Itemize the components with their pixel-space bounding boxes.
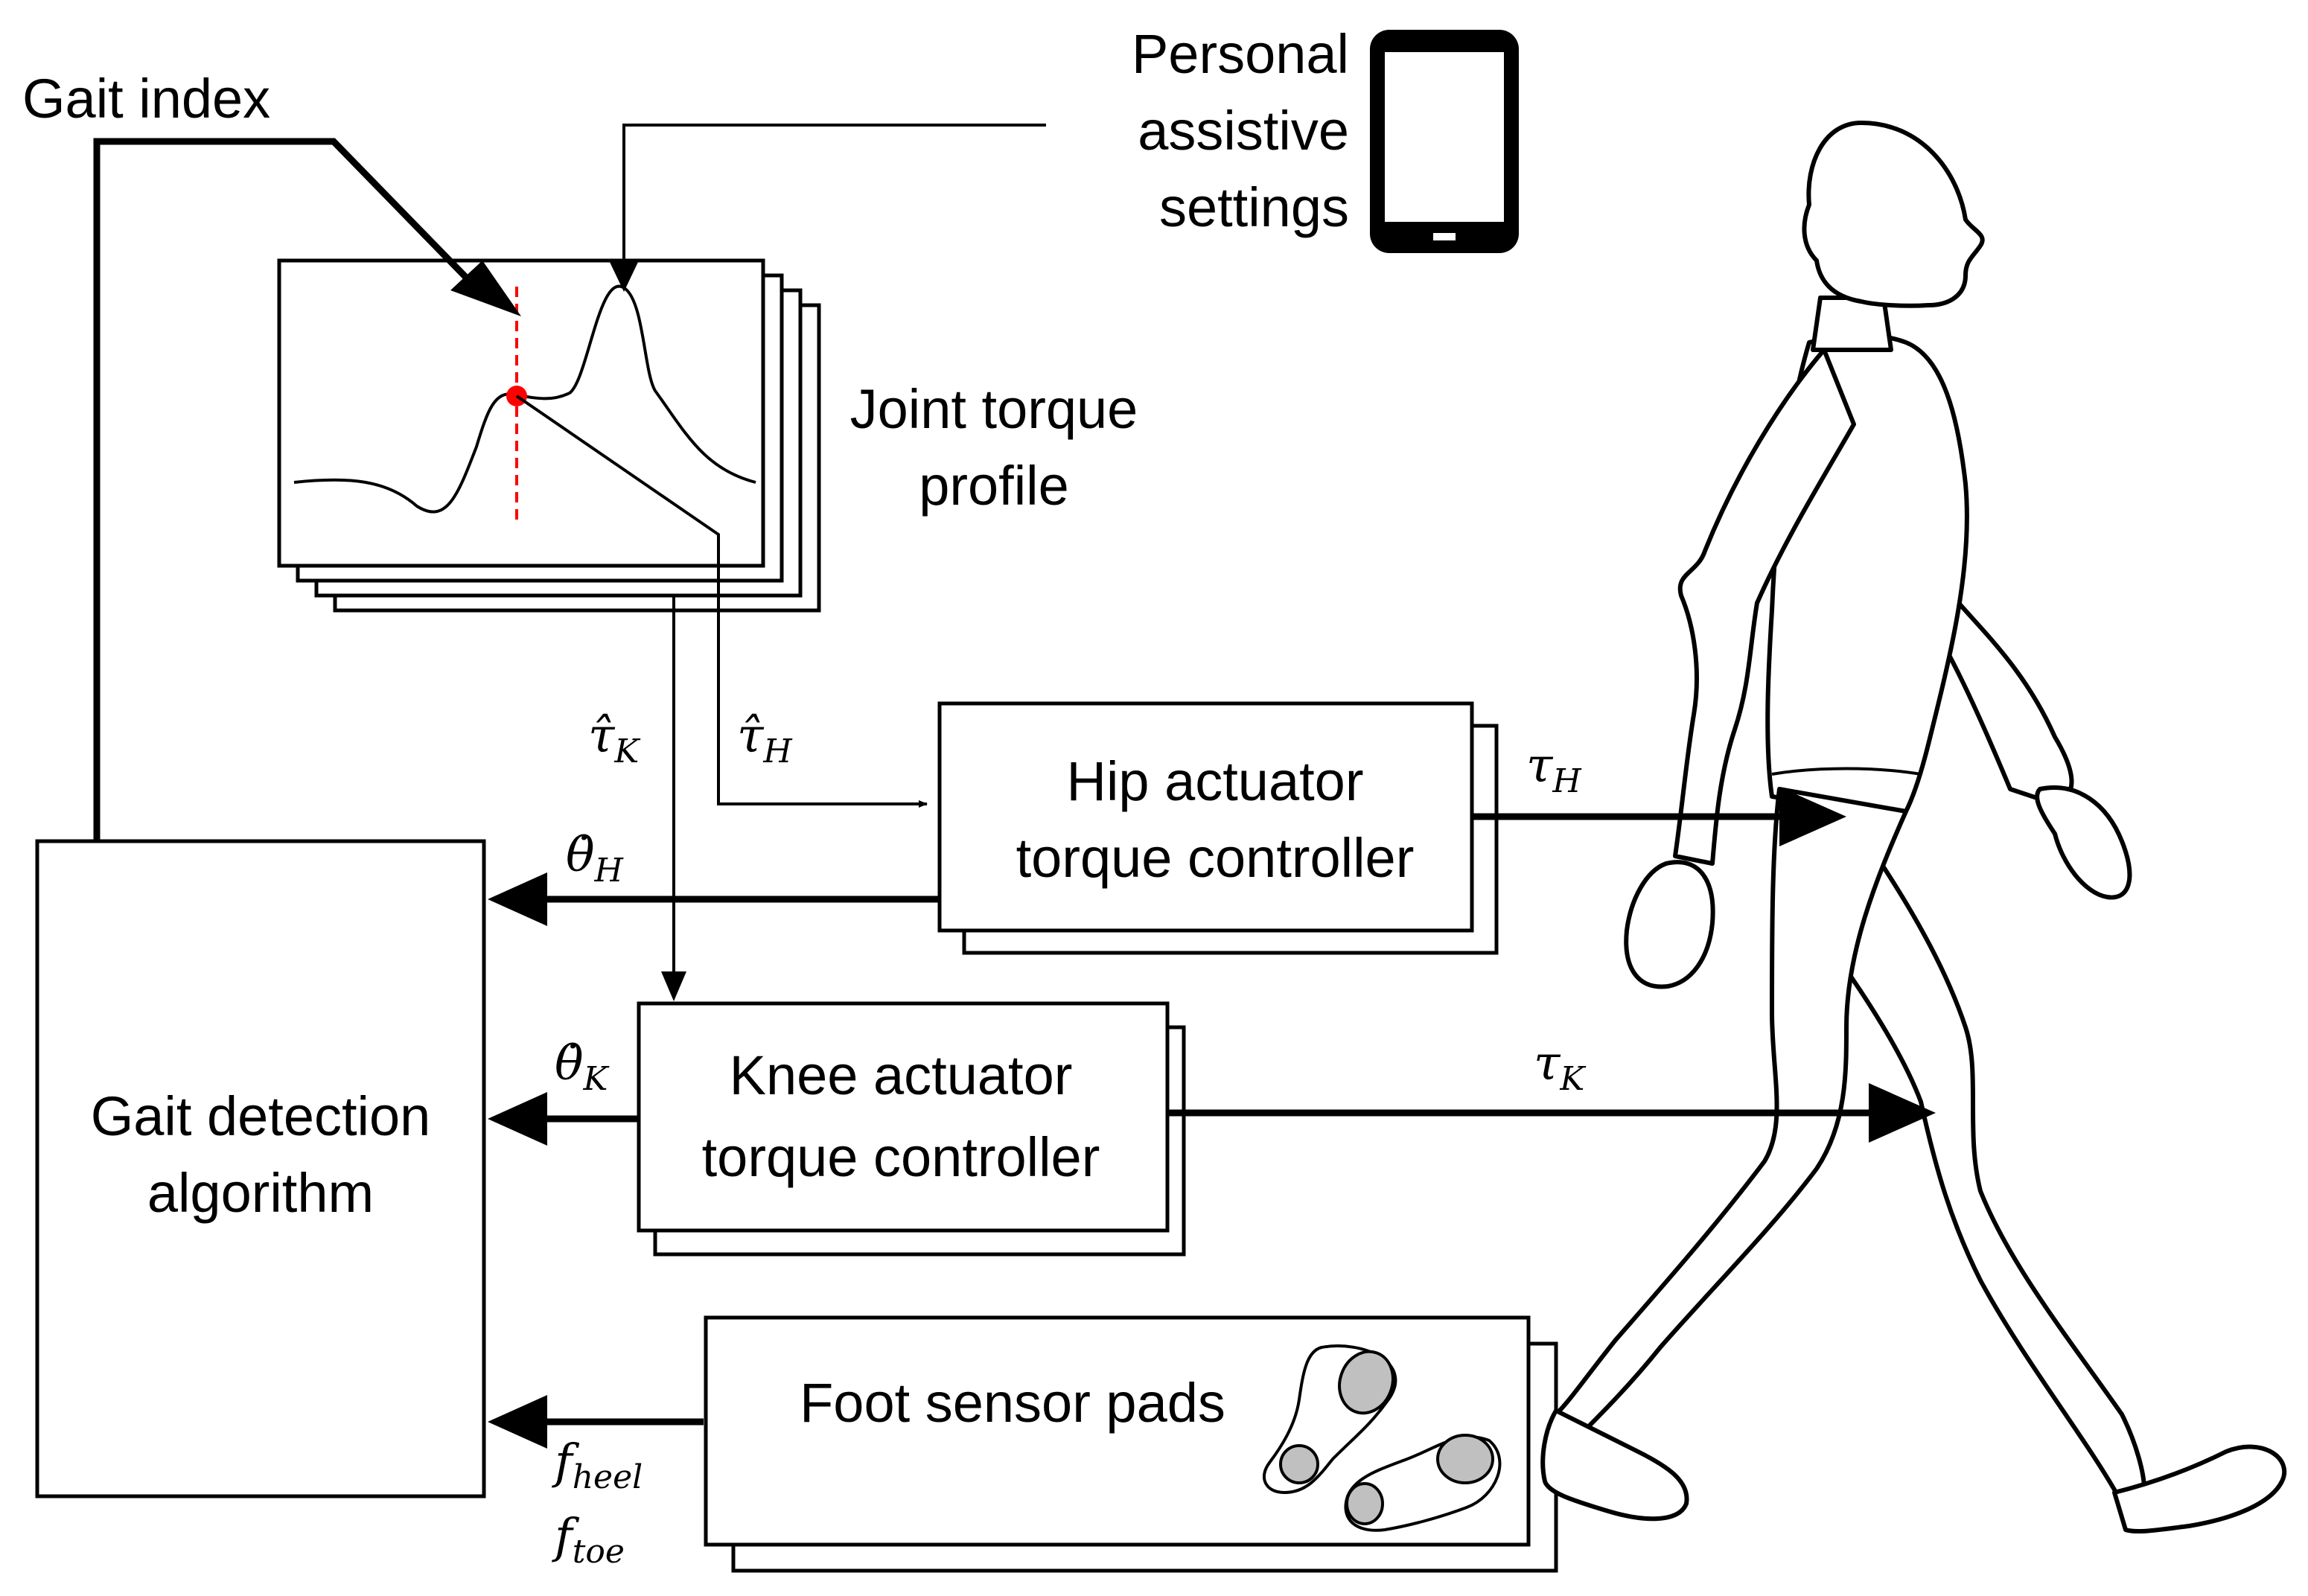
gait-detection-box: Gait detection algorithm [35, 839, 486, 1498]
personal-settings-label-line1: Personal [1132, 23, 1349, 85]
profile-to-hip-line [515, 395, 928, 808]
personal-settings-label-line2: assistive [1138, 100, 1349, 162]
svg-text:θ̇H: θ̇H [566, 828, 625, 890]
gait-index-label: Gait index [22, 68, 270, 130]
torque-curve [293, 284, 756, 514]
tablet-icon [1370, 30, 1519, 253]
front-hand [1624, 860, 1715, 989]
tau-h-arrowhead [1779, 787, 1846, 846]
joint-torque-profile-label-line1: Joint torque [850, 378, 1138, 440]
front-foot [1540, 1408, 1689, 1522]
svg-text:τ̂H: τ̂H [737, 709, 793, 770]
hip-controller-label-line1: Hip actuator [1067, 750, 1364, 812]
walking-person-figure [1540, 121, 2287, 1534]
tau-k-arrowhead [1869, 1083, 1936, 1143]
rear-foot [2112, 1444, 2287, 1534]
svg-text:fheel: fheel [552, 1434, 643, 1496]
joint-torque-profile-label-line2: profile [919, 455, 1069, 517]
personal-settings-label-line3: settings [1159, 176, 1349, 238]
insole-right [1344, 1435, 1502, 1532]
hip-controller-box: Hip actuator torque controller [937, 701, 1499, 955]
foot-sensor-arrowhead [488, 1395, 547, 1449]
f-heel-label: fheel [552, 1434, 643, 1496]
knee-controller-label-line1: Knee actuator [730, 1044, 1073, 1106]
foot-sensor-box: Foot sensor pads [704, 1315, 1558, 1573]
foot-sensor-insoles [1262, 1344, 1502, 1532]
tau-hat-h-label: τ̂H [737, 709, 793, 770]
knee-controller-box: Knee actuator torque controller [637, 1001, 1186, 1257]
tau-k-label: τK [1534, 1036, 1586, 1098]
settings-line [622, 124, 1046, 281]
joint-torque-profile-cards [277, 258, 821, 613]
theta-dot-h-arrowhead [488, 872, 547, 926]
svg-text:ftoe: ftoe [552, 1509, 625, 1571]
rear-hand [2035, 785, 2132, 900]
head [1802, 121, 1985, 308]
insole-left-heel-pad [1279, 1444, 1319, 1484]
theta-dot-k-label: θ̇K [555, 1036, 610, 1098]
hip-controller-label-line2: torque controller [1016, 827, 1415, 889]
waist-belt [1771, 767, 1922, 776]
gait-index-line [93, 138, 478, 845]
theta-dot-k-arrowhead [488, 1092, 547, 1146]
insole-right-toe-pad [1436, 1434, 1494, 1484]
insole-left-toe-pad [1338, 1350, 1394, 1415]
svg-text:τ̂K: τ̂K [588, 709, 640, 770]
tau-h-label: τH [1526, 738, 1582, 800]
svg-text:θ̇K: θ̇K [555, 1036, 610, 1098]
foot-sensor-label: Foot sensor pads [800, 1372, 1225, 1434]
tau-hat-k-label: τ̂K [588, 709, 640, 770]
f-toe-label: ftoe [552, 1509, 625, 1571]
gait-detection-label-line2: algorithm [147, 1162, 374, 1224]
settings-arrowhead [609, 261, 639, 292]
gait-detection-label-line1: Gait detection [91, 1085, 431, 1147]
theta-dot-h-label: θ̇H [566, 828, 625, 890]
front-arm [1673, 348, 1856, 866]
insole-left [1262, 1344, 1397, 1495]
knee-controller-label-line2: torque controller [702, 1126, 1100, 1188]
rear-arm [1926, 593, 2074, 806]
gait-index-arrowhead [450, 261, 521, 316]
svg-text:τH: τH [1526, 738, 1582, 800]
svg-text:τK: τK [1534, 1036, 1586, 1098]
insole-right-heel-pad [1345, 1482, 1384, 1525]
knee-arrowhead [661, 971, 686, 1001]
